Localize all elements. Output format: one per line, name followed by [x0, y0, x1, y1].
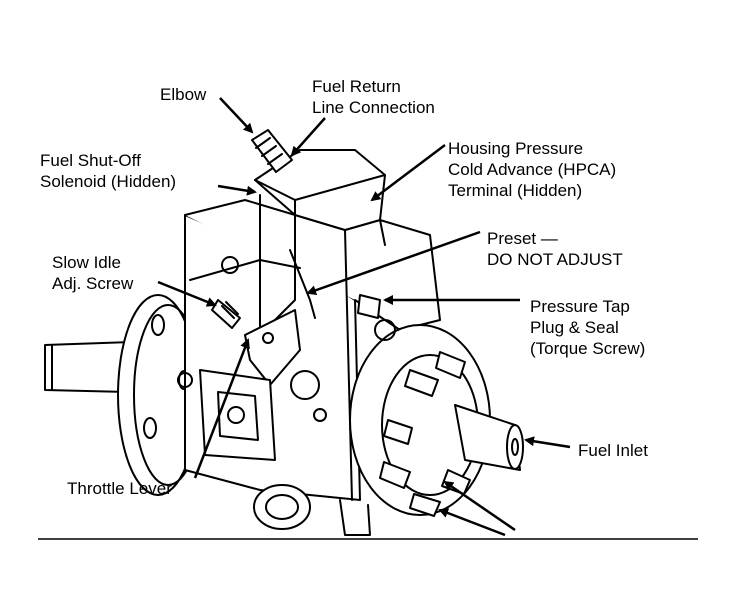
hpca-line-3: Terminal (Hidden) — [448, 181, 583, 200]
slow-idle-line-1: Slow Idle — [52, 253, 121, 272]
hpca-arrow — [370, 144, 446, 202]
solenoid-plate — [199, 369, 276, 461]
fuel-return-label: Fuel Return Line Connection — [312, 76, 435, 118]
fuel-shutoff-arrow — [217, 184, 257, 196]
preset-line-1: Preset — — [487, 229, 558, 248]
pressure-tap-line-2: Plug & Seal — [530, 318, 619, 337]
fuel-inlet-text: Fuel Inlet — [578, 441, 648, 460]
injection-line-arrow-1 — [443, 480, 516, 532]
fuel-return-line-2: Line Connection — [312, 98, 435, 117]
hpca-line-1: Housing Pressure — [448, 139, 584, 158]
pressure-tap-label: Pressure Tap Plug & Seal (Torque Screw) — [530, 296, 645, 359]
fuel-inlet-label: Fuel Inlet — [578, 440, 648, 461]
injection-line-arrow-2 — [438, 508, 506, 537]
throttle-lever-arrow — [193, 338, 250, 479]
preset-arrow — [306, 230, 481, 296]
preset-line-2: DO NOT ADJUST — [487, 250, 623, 269]
hpca-line-2: Cold Advance (HPCA) — [448, 160, 617, 179]
slow-idle-line-2: Adj. Screw — [52, 274, 134, 293]
fuel-return-arrow — [290, 117, 326, 157]
hydraulic-head — [349, 294, 524, 517]
elbow-text: Elbow — [160, 85, 207, 104]
bottom-plug — [253, 484, 371, 536]
pressure-tap-line-1: Pressure Tap — [530, 297, 630, 316]
leader-lines — [157, 97, 571, 537]
slow-idle-arrow — [157, 280, 217, 307]
elbow-arrow — [219, 97, 254, 134]
slow-idle-label: Slow Idle Adj. Screw — [52, 252, 133, 294]
fuel-inlet-arrow — [524, 436, 571, 449]
throttle-lever-text: Throttle Lever — [67, 479, 172, 498]
fuel-shutoff-label: Fuel Shut-Off Solenoid (Hidden) — [40, 150, 176, 192]
throttle-lever — [244, 309, 301, 386]
fuel-shutoff-line-1: Fuel Shut-Off — [40, 151, 141, 170]
preset-label: Preset — DO NOT ADJUST — [487, 228, 623, 270]
fuel-shutoff-line-2: Solenoid (Hidden) — [40, 172, 177, 191]
fuel-return-line-1: Fuel Return — [312, 77, 401, 96]
elbow-fitting — [251, 129, 293, 173]
slow-idle-screw — [211, 299, 241, 329]
throttle-lever-label: Throttle Lever — [67, 478, 172, 499]
pressure-tap-line-3: (Torque Screw) — [530, 339, 646, 358]
elbow-label: Elbow — [160, 84, 206, 105]
hpca-label: Housing Pressure Cold Advance (HPCA) Ter… — [448, 138, 616, 201]
